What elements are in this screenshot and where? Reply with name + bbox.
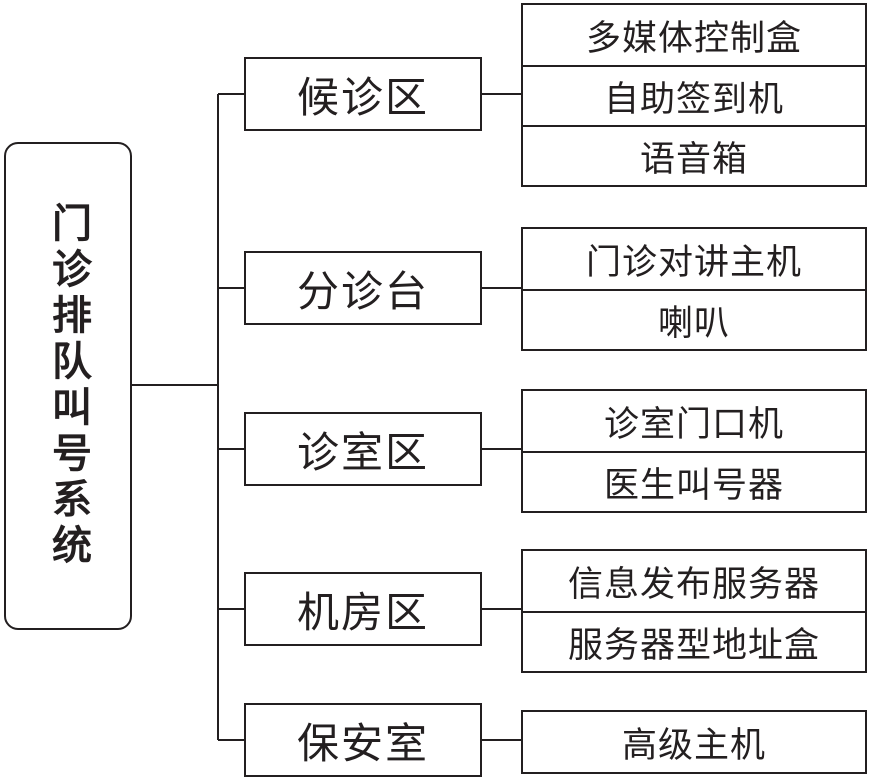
device-item: 自助签到机 [523, 65, 865, 125]
device-item: 多媒体控制盒 [523, 5, 865, 65]
device-label: 高级主机 [621, 725, 766, 766]
device-item: 医生叫号器 [523, 451, 865, 511]
device-item: 信息发布服务器 [523, 551, 865, 611]
area-box-triage: 分诊台 [244, 251, 482, 325]
root-system-title: 门诊排队叫号系统 [45, 202, 91, 570]
device-item: 喇叭 [523, 289, 865, 349]
root-system-box: 门诊排队叫号系统 [4, 142, 132, 630]
device-label: 语音箱 [639, 139, 748, 180]
device-item: 诊室门口机 [523, 391, 865, 451]
area-box-security-room: 保安室 [244, 703, 482, 777]
device-group-security-room: 高级主机 [521, 710, 867, 774]
device-group-waiting: 多媒体控制盒 自助签到机 语音箱 [521, 3, 867, 187]
device-item: 语音箱 [523, 125, 865, 185]
device-label: 喇叭 [657, 303, 730, 344]
device-label: 诊室门口机 [603, 404, 784, 445]
device-label: 自助签到机 [603, 79, 784, 120]
area-label: 机房区 [296, 587, 429, 637]
device-label: 门诊对讲主机 [585, 242, 802, 283]
device-label: 多媒体控制盒 [585, 18, 802, 59]
area-box-server-room: 机房区 [244, 572, 482, 646]
device-item: 门诊对讲主机 [523, 229, 865, 289]
area-label: 候诊区 [296, 72, 429, 122]
area-label: 分诊台 [296, 266, 429, 316]
device-label: 信息发布服务器 [567, 564, 820, 605]
area-label: 保安室 [296, 718, 429, 768]
device-label: 医生叫号器 [603, 465, 784, 506]
area-box-waiting: 候诊区 [244, 57, 482, 131]
device-group-consulting: 诊室门口机 医生叫号器 [521, 389, 867, 513]
device-group-triage: 门诊对讲主机 喇叭 [521, 227, 867, 351]
area-box-consulting: 诊室区 [244, 412, 482, 486]
device-item: 高级主机 [523, 712, 865, 772]
area-label: 诊室区 [296, 427, 429, 477]
device-item: 服务器型地址盒 [523, 611, 865, 671]
device-label: 服务器型地址盒 [567, 625, 820, 666]
device-group-server-room: 信息发布服务器 服务器型地址盒 [521, 549, 867, 673]
